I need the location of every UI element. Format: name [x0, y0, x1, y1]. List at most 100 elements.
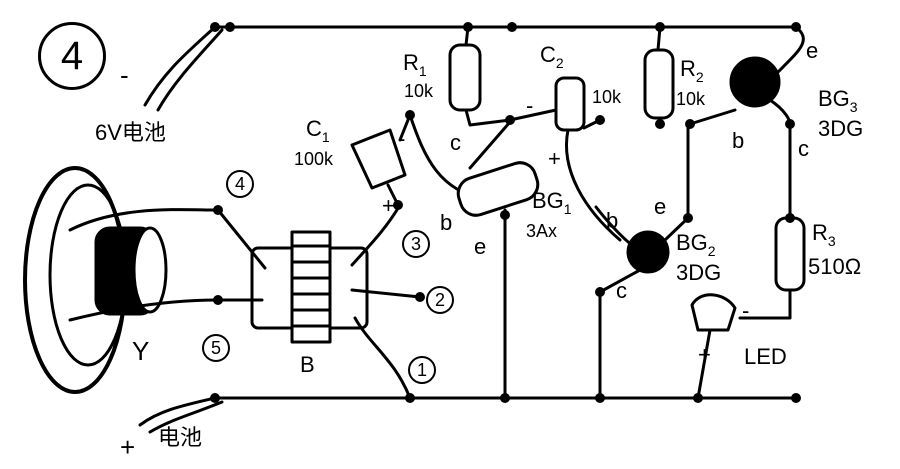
r1-body [448, 43, 482, 112]
transformer-core [290, 230, 332, 344]
r1-value: 10k [404, 81, 434, 101]
c1-plus: + [382, 193, 395, 218]
c2-minus: - [526, 93, 534, 118]
junction [415, 292, 425, 302]
terminal-4: 4 [226, 170, 254, 198]
c2-neg-lead [508, 108, 558, 122]
led-lead [696, 328, 712, 400]
r3-name: R3 [812, 220, 836, 249]
r2-value: 10k [676, 89, 706, 109]
junction [393, 200, 403, 210]
junction [507, 22, 517, 32]
transformer-label: B [300, 352, 315, 377]
terminal-2: 2 [426, 286, 454, 314]
c2-name: C2 [540, 42, 564, 71]
battery-pos-lead-b [148, 400, 224, 434]
junction [213, 295, 223, 305]
bg3-e-lead [776, 25, 805, 74]
bg1-pin-c: c [450, 130, 461, 155]
junction [683, 213, 693, 223]
figure-number: 4 [38, 22, 106, 90]
bg3-pin-c: c [798, 136, 809, 161]
bg3-pin-b: b [732, 128, 745, 153]
r2-body [643, 48, 675, 120]
junction [791, 393, 801, 403]
battery-top-label: 6V电池 [95, 120, 166, 145]
bg1-body [456, 161, 540, 217]
junction [785, 213, 795, 223]
bg2-pin-c: c [616, 278, 627, 303]
terminal-5: 5 [202, 334, 230, 362]
wire-t2 [350, 288, 422, 299]
junction [595, 115, 605, 125]
bg1-to-bg2-b [594, 205, 634, 247]
bg2-e-lead [663, 122, 690, 242]
junction [500, 393, 510, 403]
bg3-body [729, 56, 781, 108]
bg1-pin-e: e [474, 234, 487, 259]
r3-to-led [738, 288, 792, 320]
battery-neg-lead [143, 25, 217, 107]
junction [225, 22, 235, 32]
c1-value: 100k [294, 149, 334, 169]
junction [210, 22, 220, 32]
junction [210, 393, 220, 403]
r3-value: 510Ω [808, 254, 862, 279]
battery-pos-lead [138, 396, 217, 427]
bg1-name: BG1 [532, 188, 572, 217]
c2-plus: + [548, 146, 561, 171]
bg3-name: BG3 [818, 86, 858, 115]
junction [785, 119, 795, 129]
bg2-pin-e: e [654, 194, 667, 219]
bg2-name: BG2 [676, 230, 716, 259]
terminal-3: 3 [402, 230, 430, 258]
junction [595, 393, 605, 403]
spk-wire-4 [68, 208, 267, 270]
junction [685, 119, 695, 129]
bg3-pin-e: e [806, 38, 819, 63]
junction [505, 115, 515, 125]
bg3-type: 3DG [818, 116, 864, 141]
bg2-body [626, 230, 670, 274]
c2-pos-lead [565, 128, 622, 242]
r1-lead-bottom [464, 108, 512, 127]
spk-wire-5 [68, 298, 264, 322]
speaker-cap [132, 226, 168, 314]
battery-negative-sign: - [120, 60, 129, 90]
c1-name: C1 [306, 116, 330, 145]
junction [405, 393, 415, 403]
bg1-type: 3Ax [526, 221, 558, 241]
junction [595, 287, 605, 297]
figure-number-text: 4 [38, 22, 106, 90]
bg1-c-lead [468, 120, 512, 170]
c2-value: 10k [592, 87, 622, 107]
transformer-lam [290, 244, 332, 328]
junction [693, 393, 703, 403]
junction [405, 110, 415, 120]
r3-body [774, 216, 806, 292]
r1-name: R1 [403, 50, 427, 79]
led-minus: - [742, 298, 750, 323]
wire-t3 [350, 203, 402, 267]
c2-body [554, 76, 586, 132]
bg2-pin-b: b [606, 208, 619, 233]
speaker-label: Y [132, 336, 150, 366]
terminal-1: 1 [408, 356, 436, 384]
r2-name: R2 [680, 56, 704, 85]
led-body [690, 293, 737, 332]
junction [213, 205, 223, 215]
junction [655, 119, 665, 129]
junction [463, 22, 473, 32]
c1-body [350, 128, 407, 190]
bg1-pin-b: b [440, 210, 453, 235]
r2-to-bg3b [688, 108, 737, 126]
led-plus: + [698, 342, 711, 367]
led-label: LED [744, 344, 787, 369]
battery-neg-lead-b [156, 28, 224, 112]
wire-t1 [353, 316, 412, 400]
junction [500, 210, 510, 220]
battery-bottom-label: 电池 [158, 425, 203, 450]
junction [655, 22, 665, 32]
